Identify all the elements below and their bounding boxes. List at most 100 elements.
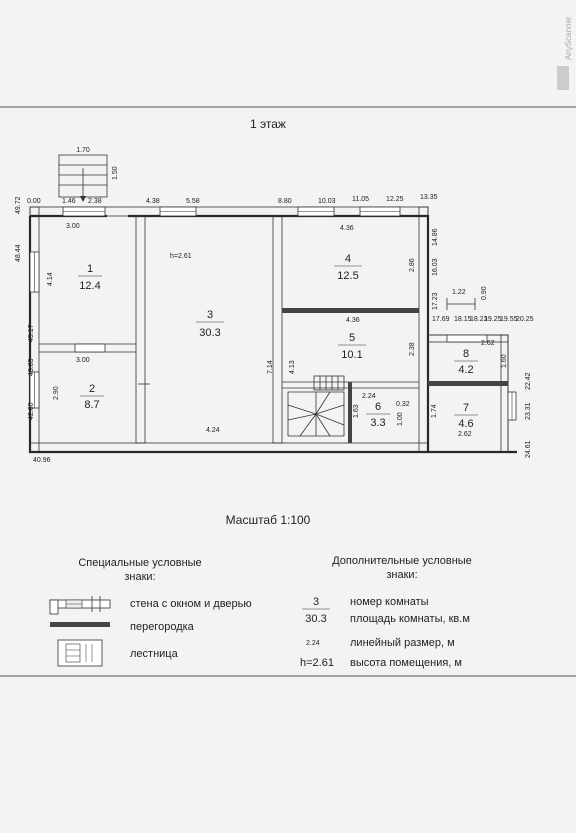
annex-walls (427, 334, 517, 453)
room-1: 1 12.4 (78, 263, 102, 292)
window-room2-top (74, 343, 106, 353)
dim-2-90: 2.90 (53, 386, 60, 400)
dim-1-46: 1.46 (62, 198, 76, 205)
legend-additional-heading-2: знаки: (386, 569, 417, 581)
dim-4-14: 4.14 (47, 272, 54, 286)
room-5: 5 10.1 (338, 332, 366, 361)
svg-text:12.5: 12.5 (337, 270, 358, 282)
svg-text:5: 5 (349, 332, 355, 344)
dim-23-31: 23.31 (525, 402, 532, 420)
dim-1-50: 1.50 (112, 166, 119, 180)
dim-14-86: 14.86 (432, 228, 439, 246)
svg-text:8.7: 8.7 (84, 399, 99, 411)
legend-example-room-num: 3 (313, 596, 319, 608)
svg-text:8: 8 (463, 348, 469, 360)
dim-4-36-b: 4.36 (346, 317, 360, 324)
outer-walls (28, 206, 517, 454)
dim-7-14: 7.14 (267, 360, 274, 374)
windows-top (62, 206, 401, 217)
dim-1-22: 1.22 (452, 289, 466, 296)
svg-text:4.2: 4.2 (458, 364, 473, 376)
room-8: 8 4.2 (454, 348, 478, 376)
scale-label: Масштаб 1:100 (226, 513, 311, 527)
dim-2-62-b: 2.62 (458, 431, 472, 438)
svg-text:3.3: 3.3 (370, 417, 385, 429)
svg-text:6: 6 (375, 401, 381, 413)
dim-1-70: 1.70 (76, 147, 90, 154)
dim-2-38-r: 2.38 (409, 342, 416, 356)
dim-4-13: 4.13 (289, 360, 296, 374)
legend-example-linear: 2.24 (306, 640, 320, 647)
legend-additional-heading-1: Дополнительные условные (332, 555, 472, 567)
dim-4-24: 4.24 (206, 427, 220, 434)
svg-text:2: 2 (89, 383, 95, 395)
svg-text:12.4: 12.4 (79, 280, 100, 292)
floor-title: 1 этаж (250, 117, 286, 131)
dim-49-72: 49.72 (15, 196, 22, 214)
legend-example-room-area: 30.3 (305, 613, 326, 625)
dim-13-35: 13.35 (420, 194, 438, 201)
dim-4-36-a: 4.36 (340, 225, 354, 232)
svg-text:7: 7 (463, 402, 469, 414)
dim-3-00-a: 3.00 (66, 223, 80, 230)
dim-1-60: 1.60 (501, 354, 508, 368)
dim-4-38: 4.38 (146, 198, 160, 205)
dim-43-85: 43.85 (28, 358, 35, 376)
dim-19-25: 19.25 (484, 316, 502, 323)
dim-17-69: 17.69 (432, 316, 450, 323)
dim-1-74: 1.74 (431, 404, 438, 418)
dim-0-32: 0.32 (396, 401, 410, 408)
room-7: 7 4.6 (454, 402, 478, 430)
dim-2-24: 2.24 (362, 393, 376, 400)
legend-special-heading-1: Специальные условные (78, 557, 201, 569)
dim-0-90: 0.90 (481, 286, 488, 300)
dim-3-00-b: 3.00 (76, 357, 90, 364)
legend-room-num-label: номер комнаты (350, 596, 429, 608)
svg-text:30.3: 30.3 (199, 327, 220, 339)
svg-text:1: 1 (87, 263, 93, 275)
dim-1-00: 1.00 (397, 412, 404, 426)
room-4: 4 12.5 (334, 253, 362, 282)
legend-wall-symbol (49, 596, 111, 615)
dim-2-38-top: 2.38 (88, 198, 102, 205)
dim-24-61: 24.61 (525, 440, 532, 458)
legend-wall-label: стена с окном и дверью (130, 598, 252, 610)
dim-10-03: 10.03 (318, 198, 336, 205)
dim-45-17: 45.17 (28, 324, 35, 342)
legend-stairs-label: лестница (130, 648, 179, 660)
svg-text:10.1: 10.1 (341, 349, 362, 361)
ceiling-height: h=2.61 (170, 253, 192, 260)
dim-2-86: 2.86 (409, 258, 416, 272)
room-3: 3 30.3 (196, 309, 224, 339)
legend-linear-label: линейный размер, м (350, 637, 455, 649)
annex-window-top (446, 334, 488, 343)
svg-text:4.6: 4.6 (458, 418, 473, 430)
dim-18-23: 18.23 (470, 316, 488, 323)
svg-text:4: 4 (345, 253, 351, 265)
legend-stairs-symbol (57, 639, 103, 667)
legend-partition-label: перегородка (130, 621, 195, 633)
dim-17-23: 17.23 (432, 292, 439, 310)
legend-special-heading-2: знаки: (124, 571, 155, 583)
watermark-logo (557, 66, 569, 90)
dim-16-03: 16.03 (432, 258, 439, 276)
dim-19-55: 19.55 (500, 316, 518, 323)
dim-5-58: 5.58 (186, 198, 200, 205)
dim-8-80: 8.80 (278, 198, 292, 205)
dim-1-63: 1.63 (353, 404, 360, 418)
windows-left (29, 251, 40, 409)
legend-partition-symbol (50, 622, 110, 627)
entrance-porch (58, 154, 108, 202)
dim-12-25: 12.25 (386, 196, 404, 203)
watermark-text: AnyScanner (564, 16, 573, 60)
stairs (287, 375, 345, 437)
legend-room-area-label: площадь комнаты, кв.м (350, 613, 470, 625)
dim-18-15: 18.15 (454, 316, 472, 323)
dim-20-25: 20.25 (516, 316, 534, 323)
dim-40-96: 40.96 (33, 457, 51, 464)
svg-text:3: 3 (207, 309, 213, 321)
dim-42-60: 42.60 (28, 402, 35, 420)
legend-example-height: h=2.61 (300, 657, 334, 669)
dim-11-05: 11.05 (352, 196, 369, 203)
